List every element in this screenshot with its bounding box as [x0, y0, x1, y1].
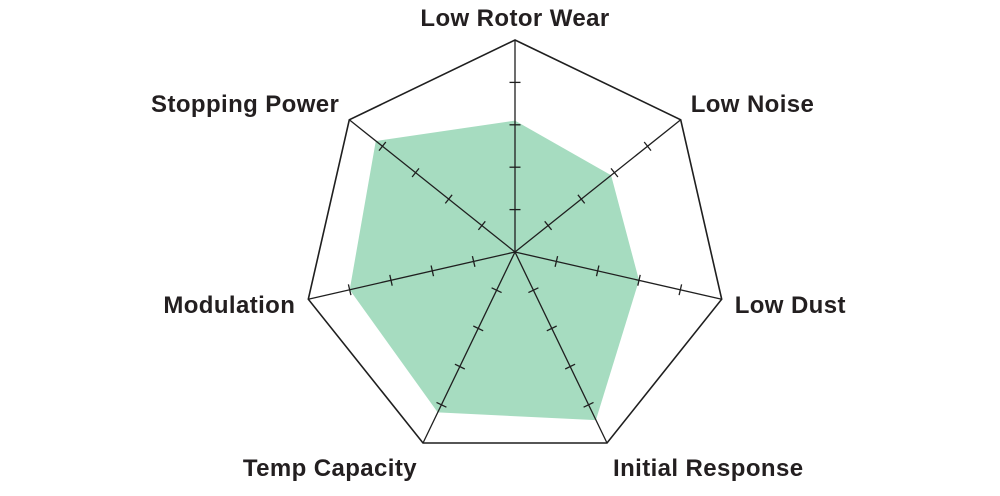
axis-label-modulation: Modulation	[163, 292, 295, 319]
axis-tick	[491, 287, 502, 294]
axis-tick	[444, 194, 453, 204]
axis-tick	[378, 141, 387, 152]
axis-tick	[454, 363, 466, 370]
radar-axis	[348, 119, 516, 253]
axis-label-low-dust: Low Dust	[735, 292, 846, 319]
radar-axis	[514, 251, 608, 444]
axis-tick	[430, 265, 435, 277]
axis-label-temp-capacity: Temp Capacity	[243, 455, 417, 482]
axis-tick	[643, 141, 652, 152]
axis-tick	[477, 220, 486, 231]
axis-tick	[544, 220, 553, 231]
axis-tick	[564, 363, 576, 370]
axis-tick	[471, 255, 476, 267]
axis-label-stopping-power: Stopping Power	[151, 91, 339, 118]
radar-axis	[422, 251, 516, 444]
axis-tick	[528, 287, 539, 294]
radar-outline	[307, 39, 723, 444]
axis-tick	[610, 167, 619, 178]
axis-label-low-noise: Low Noise	[691, 91, 815, 118]
axis-tick	[637, 274, 641, 286]
axis-tick	[389, 274, 393, 286]
data-polygon	[349, 120, 639, 421]
axis-label-initial-response: Initial Response	[613, 455, 803, 482]
axis-tick	[577, 194, 586, 204]
axis-tick	[583, 401, 594, 408]
axis-tick	[473, 325, 484, 332]
radar-axis	[308, 251, 516, 300]
axis-tick	[595, 265, 600, 277]
radar-axis	[514, 119, 682, 253]
axis-tick	[436, 401, 447, 408]
axis-tick	[411, 167, 420, 178]
radar-axis	[514, 251, 722, 300]
axis-label-low-rotor-wear: Low Rotor Wear	[420, 5, 609, 32]
axis-tick	[678, 284, 683, 296]
axis-tick	[347, 284, 352, 296]
axis-tick	[554, 255, 559, 267]
axis-tick	[546, 325, 557, 332]
